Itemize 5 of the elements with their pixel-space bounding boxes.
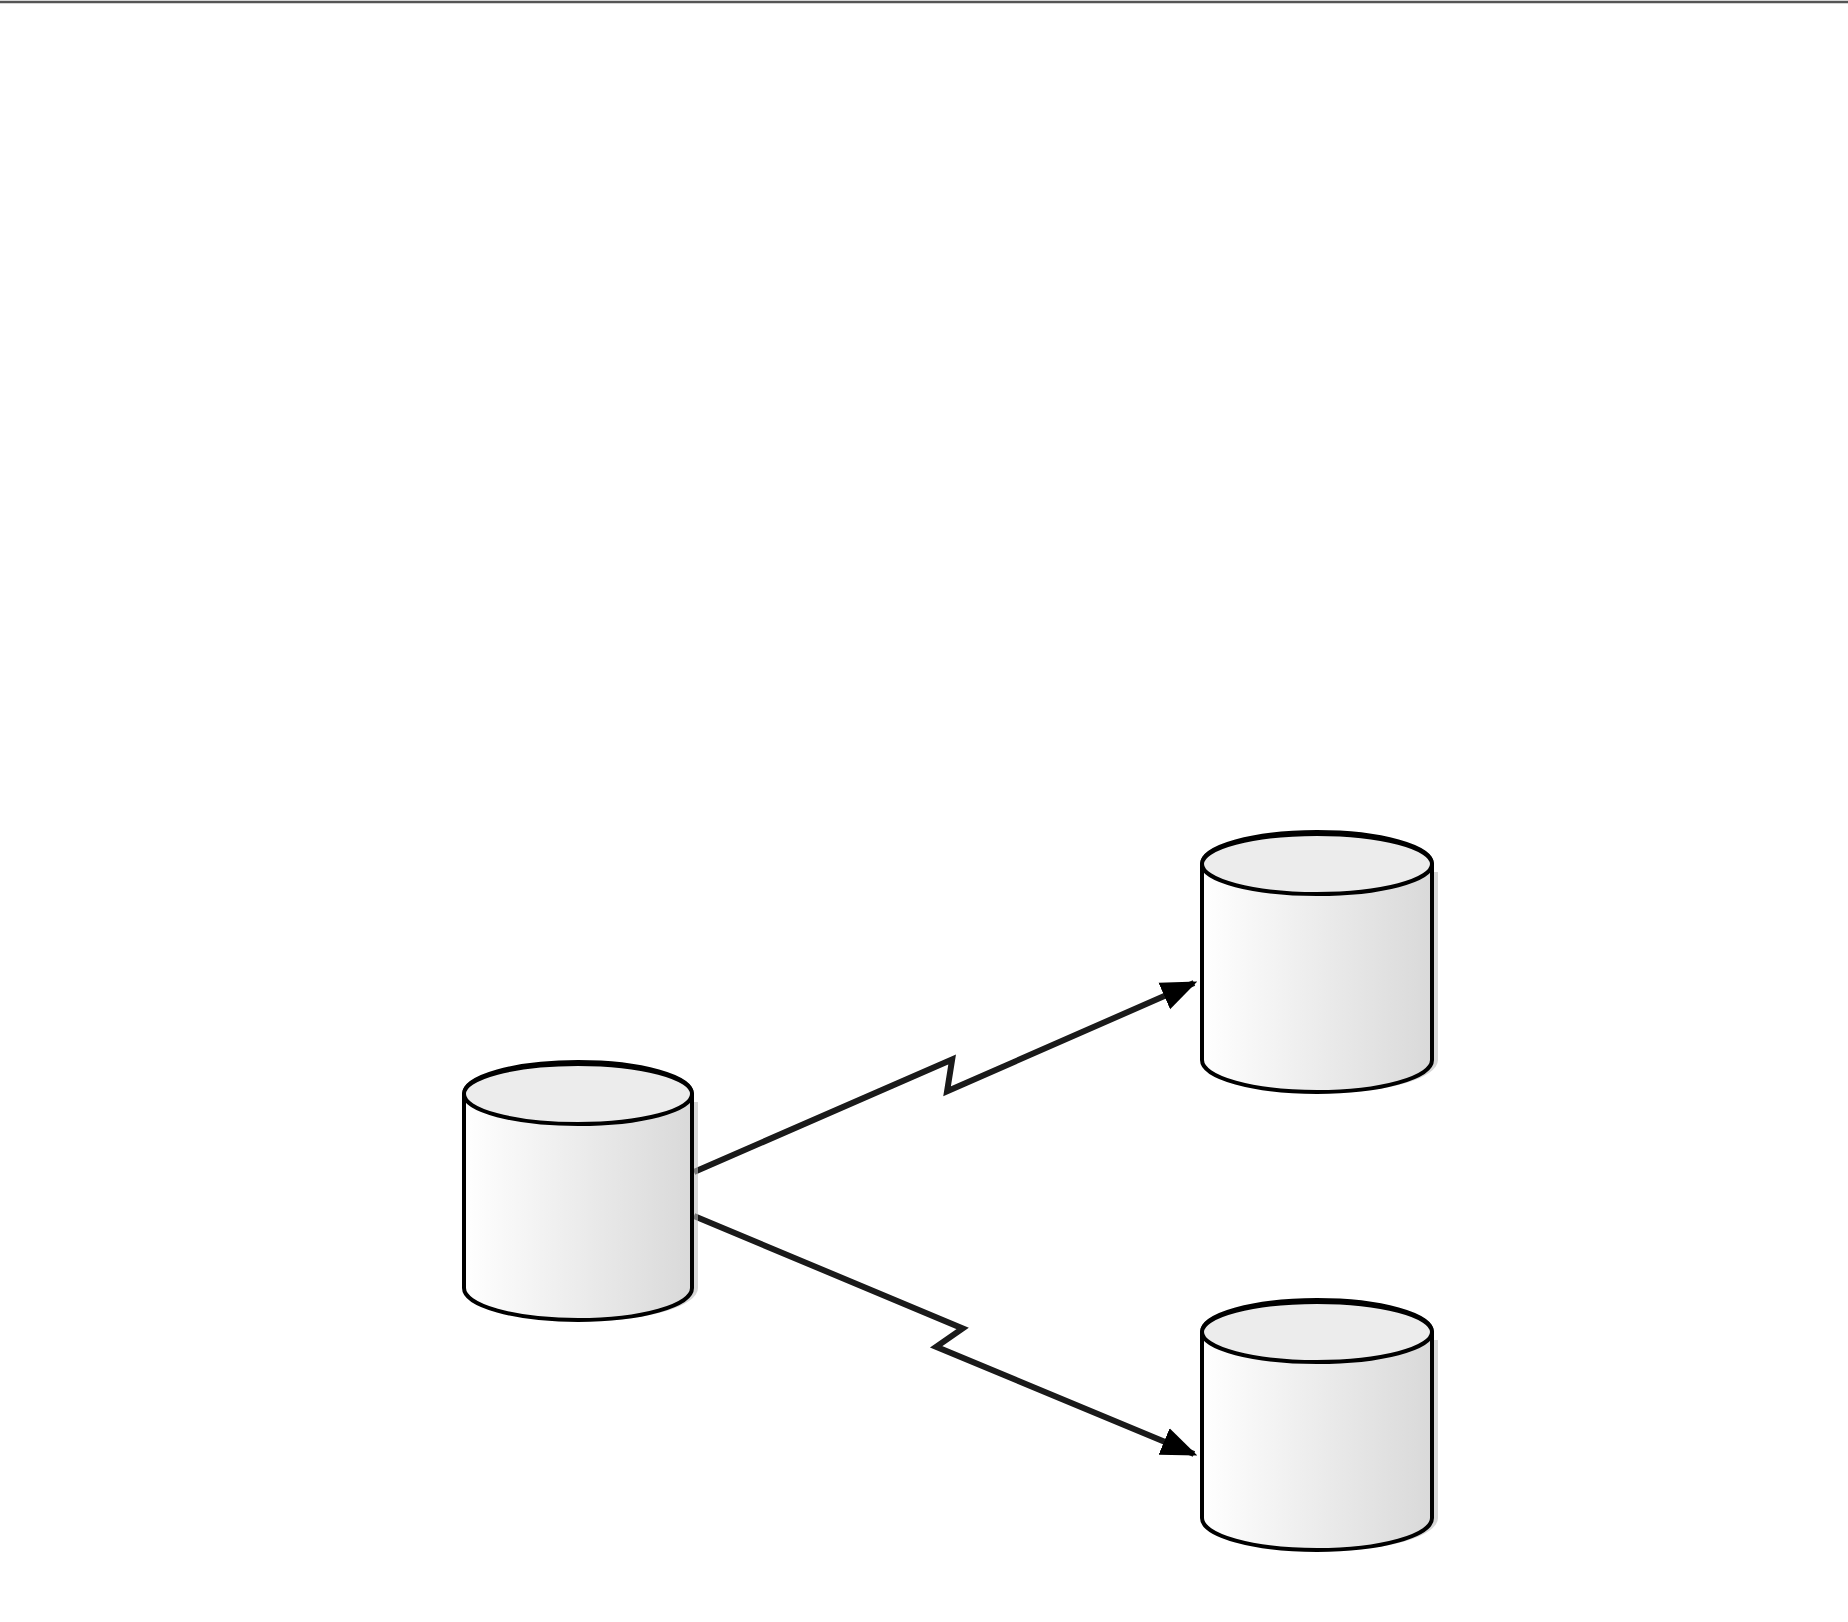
database-cylinder xyxy=(462,1062,694,1322)
lightning-arrow xyxy=(692,1213,1198,1457)
lightning-arrow xyxy=(692,980,1198,1175)
database-cylinder xyxy=(1200,1300,1434,1552)
database-cylinder xyxy=(1200,832,1434,1094)
